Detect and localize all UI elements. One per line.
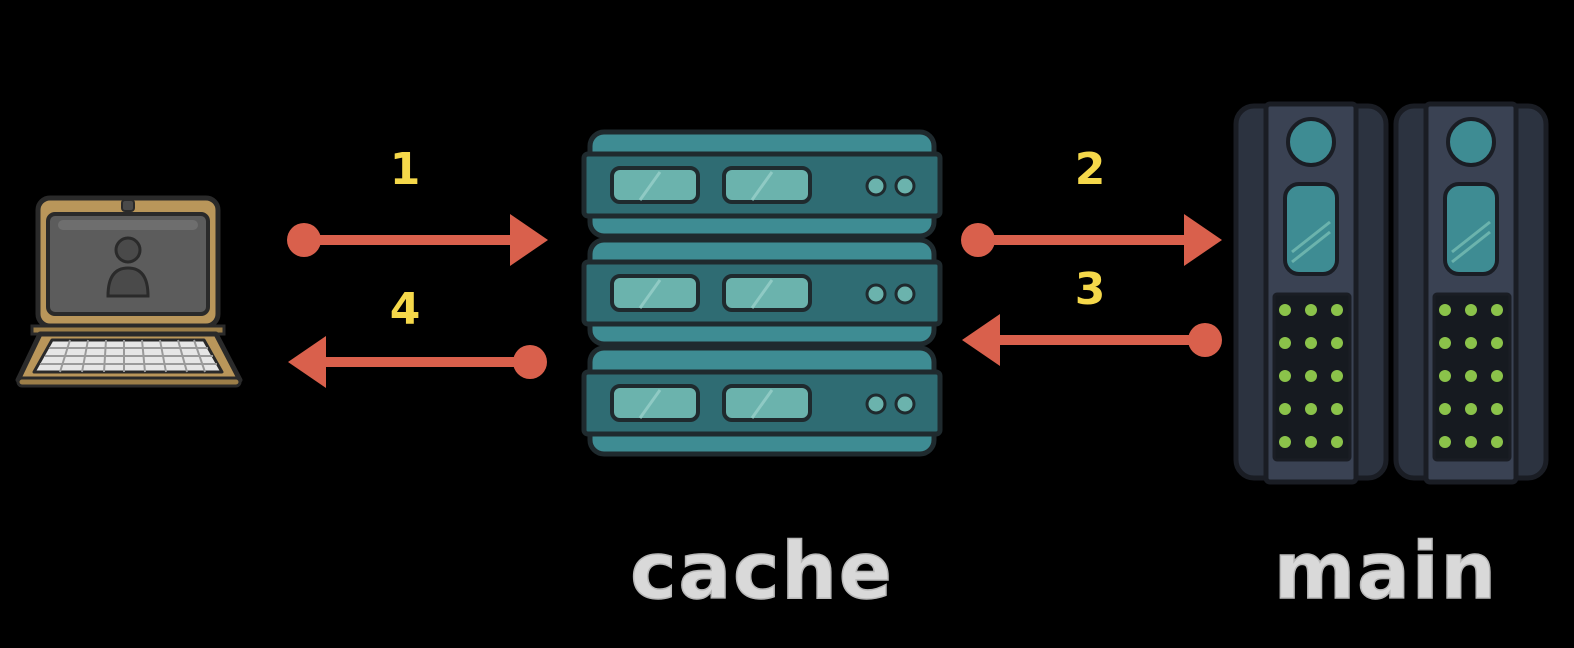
tower-server-icon [1233, 101, 1549, 485]
arrow-response-to-cache [962, 314, 1222, 366]
rack-unit [581, 129, 943, 239]
laptop-icon [15, 195, 243, 388]
main-label: main [1274, 527, 1498, 617]
cache-label: cache [630, 527, 894, 617]
arrow-response-to-client [288, 336, 547, 388]
server-rack-icon [581, 129, 943, 457]
rack-unit [581, 237, 943, 347]
arrow-request-to-cache [287, 214, 548, 266]
step-number-3: 3 [1075, 264, 1106, 315]
tower-unit [1233, 101, 1389, 485]
tower-unit [1393, 101, 1549, 485]
arrow-request-to-main [961, 214, 1222, 266]
rack-unit [581, 345, 943, 457]
user-icon [106, 236, 150, 298]
step-number-1: 1 [390, 144, 421, 195]
step-number-2: 2 [1075, 144, 1106, 195]
step-number-4: 4 [390, 284, 421, 335]
